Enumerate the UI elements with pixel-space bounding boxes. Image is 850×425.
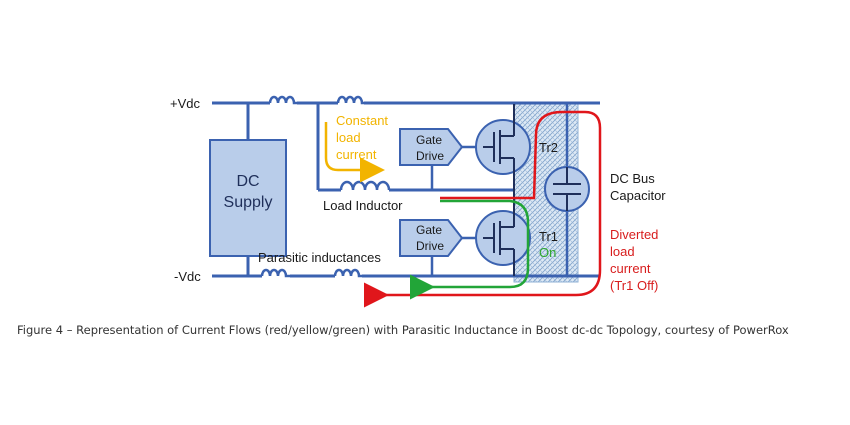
tr1-on-label: On [539,245,556,260]
tr2-label: Tr2 [539,140,558,155]
dc-bus-capacitor-label-line2: Capacitor [610,188,666,203]
svg-text:Gate: Gate [416,223,442,237]
diverted-load-current-line1: Diverted [610,227,658,242]
red-current-path [364,110,602,308]
vdc-positive-label: +Vdc [170,96,200,111]
gate-drive-top: Gate Drive [399,128,464,166]
tr1-label: Tr1 [539,229,558,244]
load-inductor [339,180,391,191]
svg-text:Drive: Drive [416,239,444,253]
dc-supply-box [209,139,287,257]
dc-bus-capacitor [544,103,590,276]
transistor-tr1 [475,190,531,276]
dc-supply-label-line1: DC [236,173,259,190]
diverted-load-current-line2: load [610,244,635,259]
dc-bus-capacitor-label-line1: DC Bus [610,171,655,186]
constant-load-current-line2: load [336,130,361,145]
svg-text:Drive: Drive [416,149,444,163]
vdc-negative-label: -Vdc [174,269,201,284]
top-parasitic-inductor-2 [336,95,364,105]
green-current-path [410,199,530,300]
constant-load-current-line1: Constant [336,113,388,128]
figure-caption: Figure 4 – Representation of Current Flo… [17,323,789,337]
load-inductor-label: Load Inductor [323,198,403,213]
top-parasitic-inductor-1 [268,95,297,105]
yellow-current-path [324,122,385,183]
bottom-parasitic-inductor-1 [260,268,290,278]
diverted-load-current-line3: current [610,261,651,276]
transistor-tr2 [475,104,531,190]
constant-load-current-line3: current [336,147,377,162]
dc-supply-label-line2: Supply [224,194,273,211]
parasitic-inductances-label: Parasitic inductances [258,250,381,265]
svg-text:Gate: Gate [416,133,442,147]
gate-drive-bottom: Gate Drive [399,219,464,257]
diverted-load-current-line4: (Tr1 Off) [610,278,658,293]
bottom-parasitic-inductor-2 [333,268,362,278]
